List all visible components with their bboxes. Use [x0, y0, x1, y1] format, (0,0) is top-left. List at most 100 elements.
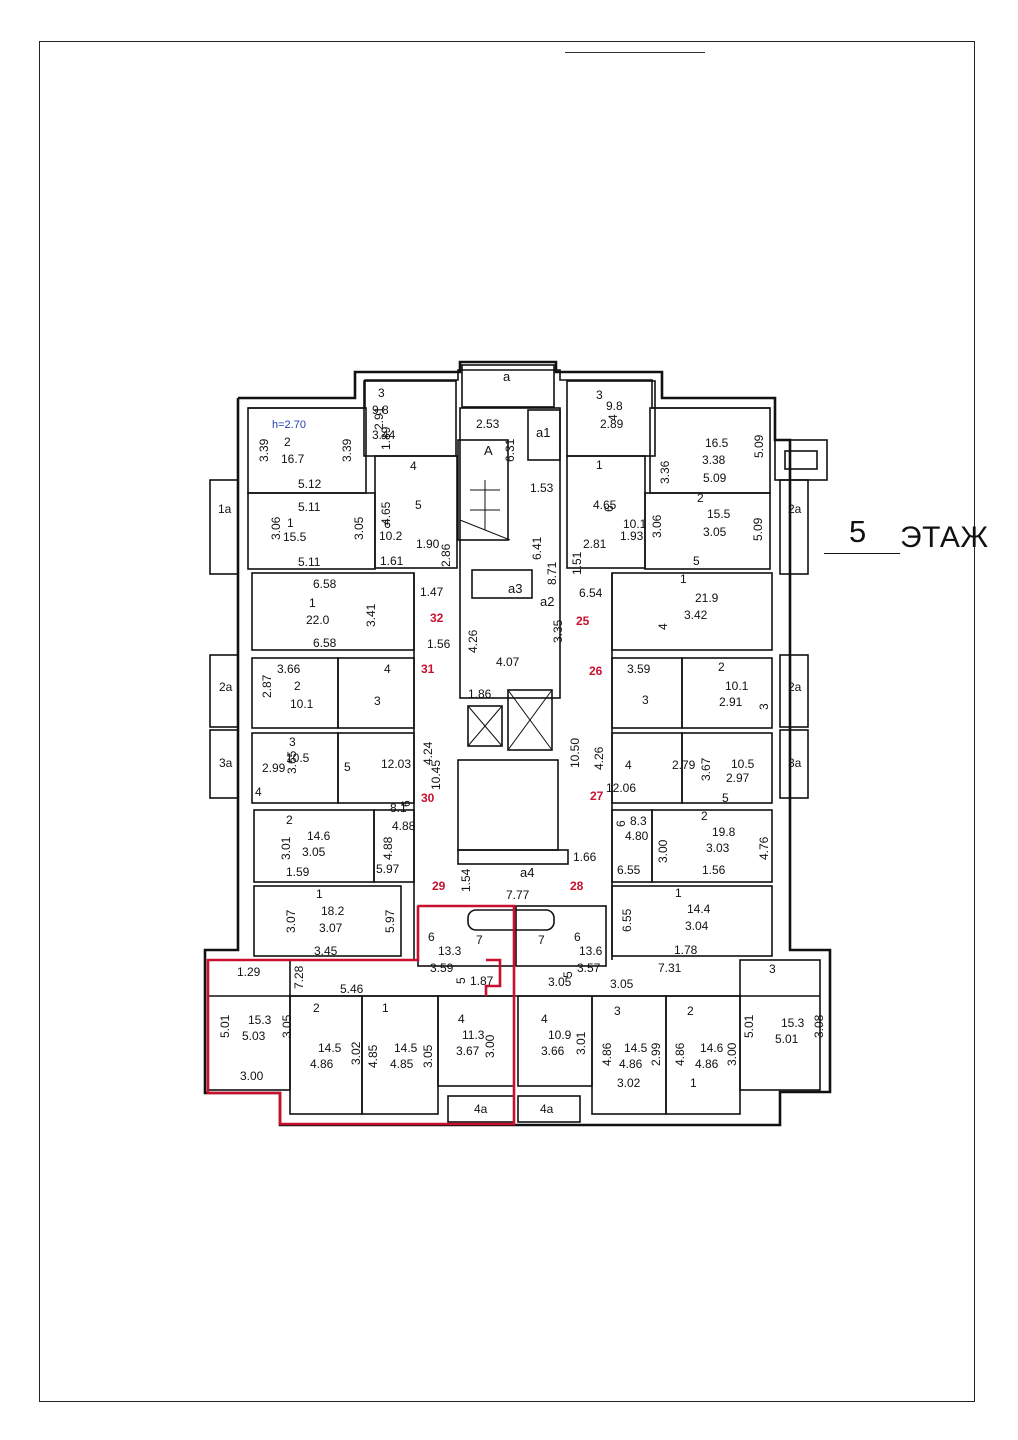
room-label: 4.86 [619, 1057, 643, 1071]
lift-1 [507, 689, 553, 751]
room-label: 12.03 [381, 757, 411, 771]
room-label: 3.05 [302, 845, 326, 859]
room-label: 5.01 [218, 1014, 232, 1038]
apt-25: 25 [576, 614, 590, 628]
room-label: 4.85 [366, 1044, 380, 1068]
balcony-labels: 1а 2а 2а 3а 2а 3а 4а 4а [218, 502, 802, 1116]
apt-29: 29 [432, 879, 446, 893]
room-label: 5.09 [703, 471, 727, 485]
room-a3 [471, 569, 533, 599]
room-label: 7.31 [658, 961, 682, 975]
room-label: 10.5 [286, 751, 310, 765]
room-label: 3.66 [277, 662, 301, 676]
room-label: 1.89 [379, 426, 393, 450]
room-label: 3.39 [257, 438, 271, 462]
room-label: 1 [690, 1076, 697, 1090]
room-label: 3.07 [319, 921, 343, 935]
room-label: 4.88 [392, 819, 416, 833]
room-label: 3 [614, 1004, 621, 1018]
room-label: 4.86 [600, 1042, 614, 1066]
room-label: 3 [642, 693, 649, 707]
room-label: 3.67 [456, 1044, 480, 1058]
room-label: 4.65 [379, 501, 393, 525]
hall-7-right [515, 905, 607, 967]
room-label: 3.05 [548, 975, 572, 989]
room-label: 1.47 [420, 585, 444, 599]
floor-number: 5 [849, 514, 867, 549]
room-label: 14.6 [700, 1041, 724, 1055]
balcony-3a-left-label: 3а [219, 756, 233, 770]
room-label: 3.00 [240, 1069, 264, 1083]
room-label: 1.87 [470, 974, 494, 988]
room-right-10-1 [681, 657, 773, 729]
apt-32: 32 [430, 611, 444, 625]
room-label: 3 [757, 703, 771, 710]
room-label: 2 [294, 679, 301, 693]
room-label: 15.5 [283, 530, 307, 544]
stair [457, 439, 509, 541]
room-label: 16.5 [705, 436, 729, 450]
room-label: 5 [454, 977, 468, 984]
room-label: 5.11 [298, 500, 321, 514]
room-label: 3.05 [352, 516, 366, 540]
room-label: 1 [287, 516, 294, 530]
room-label: 6.55 [617, 863, 641, 877]
room-label: 3.05 [280, 1014, 294, 1038]
room-label: 2.99 [649, 1042, 663, 1066]
room-label: 5.01 [775, 1032, 799, 1046]
kitchen-left-top [374, 455, 458, 569]
room-label: 5.97 [376, 862, 400, 876]
sheet-frame [39, 41, 975, 1402]
dim-1-54: 1.54 [459, 868, 473, 892]
room-label: 21.9 [695, 591, 719, 605]
dim-4-26: 4.26 [466, 629, 480, 653]
room-label: 6.58 [313, 636, 337, 650]
room-label: 3.00 [656, 839, 670, 863]
apt-31: 31 [421, 662, 435, 676]
room-label: 3 [374, 694, 381, 708]
room-label: 6 [384, 517, 391, 531]
room-label: 9.8 [606, 399, 623, 413]
balcony-2a-right-label: 2а [788, 680, 802, 694]
room-label: 2 [286, 813, 293, 827]
room-label: 4.65 [593, 498, 617, 512]
balcony-4a-right [517, 1095, 581, 1123]
label-a: а [503, 369, 511, 384]
vent-box [774, 439, 828, 481]
room-bottom-15-3-right [739, 959, 821, 1091]
room-label: 4 [458, 1012, 465, 1026]
room-label: 3.06 [269, 516, 283, 540]
dim-7-77: 7.77 [506, 888, 530, 902]
room-label: 1 [382, 1001, 389, 1015]
room-label: 7.28 [292, 965, 306, 989]
core-block [459, 407, 561, 699]
room-label: 2.81 [583, 537, 607, 551]
room-label: 3.07 [284, 909, 298, 933]
room-label: 4.76 [757, 836, 771, 860]
balcony-1a [209, 479, 239, 575]
room-label: 10.1 [290, 697, 314, 711]
apt-30: 30 [421, 791, 435, 805]
room-label: 3.42 [684, 608, 708, 622]
room-label: 5.09 [751, 517, 765, 541]
room-label: 10.1 [623, 517, 647, 531]
room-label: 6 [602, 505, 616, 512]
room-label: 3.06 [650, 514, 664, 538]
kitchen-right-top [566, 455, 646, 569]
room-label: 13.3 [438, 944, 462, 958]
dim-8-71: 8.71 [545, 561, 559, 585]
room-label: 1 [309, 596, 316, 610]
room-a [461, 364, 555, 408]
label-a3: а3 [508, 581, 522, 596]
room-label: 2.91 [372, 406, 386, 430]
label-a2: а2 [540, 594, 554, 609]
dim-10-45: 10.45 [429, 760, 443, 790]
room-label: 3.38 [702, 453, 726, 467]
room-label: 5 [344, 760, 351, 774]
room-label: 6 [399, 800, 413, 807]
balcony-1a-label: 1а [218, 502, 232, 516]
room-label: 4.86 [695, 1057, 719, 1071]
room-label: 5 [415, 498, 422, 512]
room-label: 3.05 [703, 525, 727, 539]
room-label: 5.03 [242, 1029, 266, 1043]
